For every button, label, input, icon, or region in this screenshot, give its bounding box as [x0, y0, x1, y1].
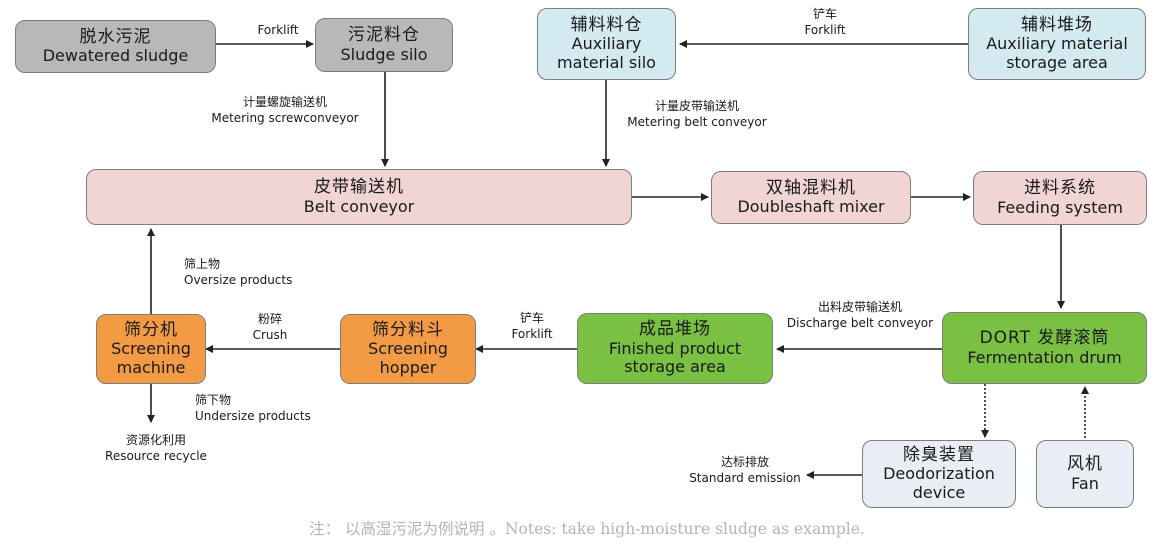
node-label-en: Belt conveyor	[303, 196, 415, 216]
label-zh: 筛上物	[184, 257, 221, 271]
node-label-en-2: material silo	[557, 52, 656, 72]
label-metering-screw: 计量螺旋输送机 Metering screwconveyor	[195, 94, 375, 126]
node-label-en-2: storage area	[1006, 52, 1108, 72]
node-label-zh: DORT 发酵滚筒	[979, 328, 1110, 349]
node-label-en-2: device	[912, 482, 966, 502]
label-forklift-mid: 铲车 Forklift	[492, 310, 572, 342]
label-en: Forklift	[257, 23, 299, 37]
label-zh: 铲车	[812, 7, 837, 21]
label-zh: 粉碎	[257, 312, 282, 326]
label-en: Metering belt conveyor	[627, 115, 767, 130]
node-belt-conveyor: 皮带输送机 Belt conveyor	[86, 169, 632, 225]
node-label-zh: 除臭装置	[903, 444, 975, 465]
node-label-en: Dewatered sludge	[42, 46, 189, 66]
node-label-en: Sludge silo	[340, 44, 428, 64]
node-auxiliary-material-silo: 辅料料仓 Auxiliary material silo	[537, 8, 676, 80]
label-resource-recycle: 资源化利用 Resource recycle	[86, 432, 226, 464]
node-label-zh: 污泥料仓	[348, 25, 420, 46]
node-screening-machine: 筛分机 Screening machine	[96, 314, 206, 384]
node-label-zh: 双轴混料机	[766, 177, 856, 198]
node-label-en-2: hopper	[379, 357, 437, 377]
label-en: Forklift	[511, 327, 553, 342]
label-en: Resource recycle	[105, 449, 207, 464]
label-zh: 铲车	[519, 311, 544, 325]
node-label-en-1: Auxiliary material	[986, 34, 1128, 54]
label-forklift-top: Forklift	[238, 22, 318, 38]
node-label-zh: 筛分机	[124, 319, 178, 340]
node-fan: 风机 Fan	[1036, 440, 1134, 508]
node-label-zh: 进料系统	[1024, 178, 1096, 199]
node-label-en: Feeding system	[997, 197, 1123, 217]
label-en: Crush	[252, 328, 288, 343]
node-deodorization-device: 除臭装置 Deodorization device	[862, 440, 1016, 508]
node-label-en: Fan	[1071, 473, 1099, 493]
label-discharge-belt: 出料皮带输送机 Discharge belt conveyor	[775, 299, 945, 331]
label-zh: 资源化利用	[125, 433, 186, 447]
footnote: 注： 以高湿污泥为例说明 。Notes: take high-moisture …	[309, 520, 865, 538]
label-zh: 计量螺旋输送机	[242, 95, 327, 109]
label-en: Standard emission	[689, 471, 801, 486]
node-label-en-2: machine	[116, 357, 186, 377]
node-label-en-1: Screening	[111, 339, 191, 359]
node-sludge-silo: 污泥料仓 Sludge silo	[315, 18, 453, 72]
node-label-en-1: Screening	[368, 339, 448, 359]
label-forklift-aux: 铲车 Forklift	[785, 6, 865, 38]
node-label-en: Doubleshaft mixer	[737, 197, 885, 217]
node-auxiliary-material-storage: 辅料堆场 Auxiliary material storage area	[968, 8, 1146, 80]
node-finished-product-storage: 成品堆场 Finished product storage area	[577, 313, 773, 384]
label-zh: 出料皮带输送机	[817, 300, 902, 314]
node-label-en-1: Auxiliary	[571, 34, 642, 54]
node-feeding-system: 进料系统 Feeding system	[973, 171, 1147, 225]
node-label-zh: 成品堆场	[639, 319, 711, 340]
node-fermentation-drum: DORT 发酵滚筒 Fermentation drum	[942, 312, 1147, 384]
node-label-zh: 筛分料斗	[372, 319, 444, 340]
node-label-en-2: storage area	[624, 357, 726, 377]
node-label-zh: 辅料堆场	[1021, 14, 1093, 35]
label-metering-belt: 计量皮带输送机 Metering belt conveyor	[612, 98, 782, 130]
node-label-zh: 皮带输送机	[314, 177, 404, 198]
label-standard-emission: 达标排放 Standard emission	[680, 454, 810, 486]
node-label-en: Fermentation drum	[967, 347, 1122, 367]
node-doubleshaft-mixer: 双轴混料机 Doubleshaft mixer	[711, 171, 911, 224]
node-label-zh: 辅料料仓	[570, 14, 643, 35]
label-en: Discharge belt conveyor	[786, 316, 934, 331]
node-label-zh: 脱水污泥	[79, 26, 152, 47]
node-screening-hopper: 筛分料斗 Screening hopper	[340, 314, 476, 384]
node-label-en-1: Deodorization	[883, 464, 995, 484]
label-crush: 粉碎 Crush	[240, 311, 300, 343]
label-zh: 达标排放	[720, 455, 769, 469]
label-zh: 计量皮带输送机	[654, 99, 739, 113]
node-label-zh: 风机	[1067, 454, 1103, 475]
label-undersize-products: 筛下物 Undersize products	[195, 392, 311, 424]
node-label-en-1: Finished product	[608, 338, 742, 358]
label-zh: 筛下物	[195, 393, 232, 407]
label-oversize-products: 筛上物 Oversize products	[184, 256, 292, 288]
label-en: Oversize products	[184, 273, 293, 288]
label-en: Undersize products	[195, 409, 311, 424]
label-en: Forklift	[804, 23, 846, 38]
node-dewatered-sludge: 脱水污泥 Dewatered sludge	[15, 20, 216, 73]
label-en: Metering screwconveyor	[211, 111, 359, 126]
